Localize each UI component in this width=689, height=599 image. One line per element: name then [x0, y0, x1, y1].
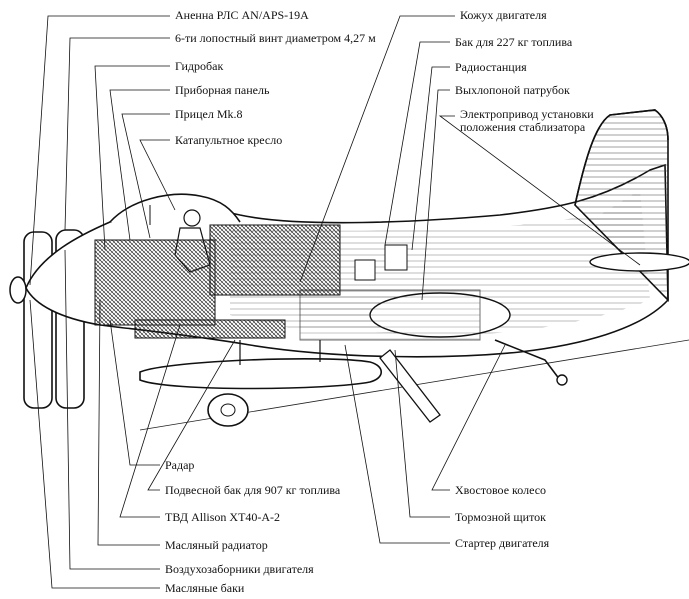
drop-tank-shape [139, 358, 383, 390]
engine-bay [94, 239, 216, 326]
label-air-brake: Тормозной щиток [455, 510, 547, 524]
label-tail-wheel: Хвостовое колесо [455, 483, 547, 497]
label-ejection-seat: Катапультное кресло [175, 133, 283, 147]
air-brake-shape [379, 349, 441, 423]
label-radar-antenna: Аненна РЛС AN/APS-19A [175, 8, 309, 22]
label-oil-tanks: Масляные баки [165, 581, 245, 595]
label-engine-cowling: Кожух двигателя [460, 8, 547, 22]
label-air-intakes: Воздухозаборники двигателя [165, 562, 314, 576]
label-radio: Радиостанция [455, 60, 527, 74]
engine-cowling-area [209, 224, 341, 296]
canopy [109, 193, 241, 223]
label-hydraulic-tank: Гидробак [175, 59, 224, 73]
label-stabilizer-actuator-2: положения стаблизатора [460, 120, 586, 134]
label-engine-starter: Стартер двигателя [455, 536, 550, 550]
label-radar: Радар [165, 458, 195, 472]
label-gunsight: Прицел Mk.8 [175, 107, 243, 121]
spinner [9, 276, 27, 304]
label-instrument-panel: Приборная панель [175, 83, 270, 97]
label-drop-tank: Подвесной бак для 907 кг топлива [165, 483, 341, 497]
label-exhaust: Выхлопоной патрубок [455, 83, 570, 97]
label-propeller: 6-ти лопостный винт диаметром 4,27 м [175, 31, 376, 45]
leader-lines [29, 15, 641, 589]
label-oil-cooler: Масляный радиатор [165, 538, 268, 552]
label-fuel-tank-227: Бак для 227 кг топлива [455, 35, 573, 49]
horizontal-stabilizer [589, 252, 689, 272]
label-turboprop: ТВД Allison XT40-A-2 [165, 510, 281, 524]
tail-wheel-gear [494, 339, 561, 381]
label-stabilizer-actuator-1: Электропривод установки [460, 107, 594, 121]
